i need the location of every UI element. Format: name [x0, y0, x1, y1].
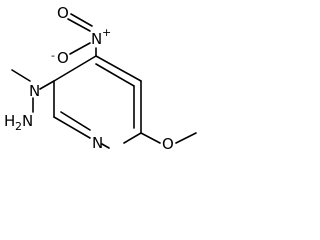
- bond-methoxy-o-methyl: [175, 132, 197, 144]
- nitro-nitrogen-label: N: [91, 30, 102, 48]
- amino-n-label: N: [22, 112, 33, 130]
- bond-c6-methoxy-o: [140, 132, 161, 144]
- molecule-structure: O N + - O N H 2 N N O: [4, 4, 197, 153]
- amino-subscript: 2: [15, 120, 22, 133]
- amino-h-label: H: [4, 112, 15, 130]
- bond-nitro-n-o-top: [67, 18, 91, 32]
- nitro-nitrogen-charge: +: [102, 26, 111, 39]
- methoxy-oxygen-label: O: [162, 135, 174, 153]
- bond-c3-c4: [95, 55, 142, 82]
- hydrazine-nitrogen-label: N: [29, 82, 40, 100]
- bond-c5-c6: [123, 132, 142, 144]
- bond-ring-n-c2-inner: [60, 111, 91, 131]
- bond-nitro-n-o-top-double: [70, 13, 93, 27]
- nitro-oxygen-top-label: O: [57, 4, 69, 22]
- bond-c6-ring-n: [101, 143, 110, 149]
- bond-c2-hydrazine-n: [39, 80, 55, 90]
- bond-ring-n-c2: [53, 116, 91, 139]
- structure-canvas: O N + - O N H 2 N N O: [4, 4, 197, 153]
- nitro-oxygen-anion-label: O: [57, 49, 69, 67]
- nitro-oxygen-anion-charge: -: [51, 49, 55, 62]
- ring-nitrogen-label: N: [92, 134, 103, 152]
- bond-hydrazine-n-methyl: [11, 69, 31, 82]
- bond-c3-c4-inner: [95, 63, 135, 87]
- bond-c3-ring: [53, 55, 97, 82]
- bond-nitro-n-o-anion: [69, 42, 91, 55]
